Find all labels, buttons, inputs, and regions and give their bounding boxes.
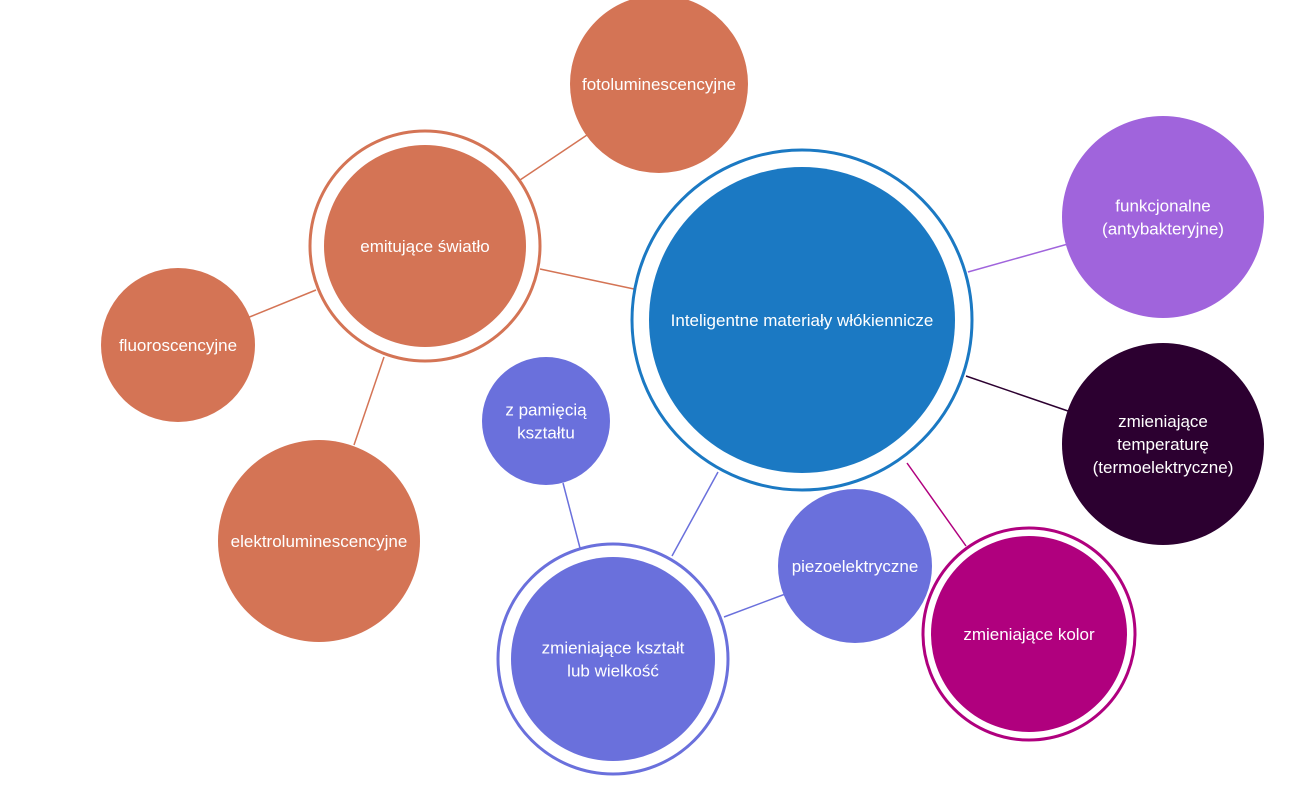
node-fluorescent-circle [101, 268, 255, 422]
node-functional: funkcjonalne (antybakteryjne) [1062, 116, 1264, 318]
connector-emitting-light-fluorescent [246, 289, 317, 319]
node-shape-size-changing: zmieniające kształt lub wielkość [496, 542, 730, 776]
node-photoluminescent: fotoluminescencyjne [570, 0, 748, 173]
node-shape-size-changing-circle [511, 557, 715, 761]
center-node-label: Inteligentne materiały włókiennicze [671, 311, 934, 330]
center-node-label-line: Inteligentne materiały włókiennicze [671, 311, 934, 330]
node-functional-label-line: funkcjonalne [1115, 197, 1210, 216]
connector-center-temperature [965, 375, 1069, 412]
node-functional-label-line: (antybakteryjne) [1102, 220, 1224, 239]
node-shape-memory-label-line: kształtu [517, 424, 575, 443]
node-piezoelectric-label: piezoelektryczne [792, 557, 919, 576]
node-piezoelectric-label-line: piezoelektryczne [792, 557, 919, 576]
node-shape-memory: z pamięcią kształtu [482, 357, 610, 485]
node-fluorescent-label: fluoroscencyjne [119, 336, 237, 355]
node-shape-size-changing-label-line: lub wielkość [567, 662, 659, 681]
node-emitting-light-ring [308, 129, 542, 363]
node-electroluminescent: elektroluminescencyjne [218, 440, 420, 642]
connector-center-emitting-light [539, 268, 635, 290]
node-temperature-changing-circle [1062, 343, 1264, 545]
node-functional-circle [1062, 116, 1264, 318]
connector-shape-size-shape-memory [562, 482, 581, 549]
node-functional-label: funkcjonalne (antybakteryjne) [1102, 197, 1224, 239]
node-temperature-changing-label-line: temperaturę [1117, 435, 1209, 454]
center-node: Inteligentne materiały włókiennicze [630, 148, 974, 492]
node-emitting-light-label: emitujące światło [360, 237, 489, 256]
node-temperature-changing-label-line: zmieniające [1118, 412, 1208, 431]
node-electroluminescent-circle [218, 440, 420, 642]
node-shape-size-changing-ring [496, 542, 730, 776]
node-temperature-changing-label: zmieniające temperaturę (termoelektryczne) [1093, 412, 1234, 477]
node-temperature-changing: zmieniające temperaturę (termoelektryczne) [1062, 343, 1264, 545]
node-fluorescent-label-line: fluoroscencyjne [119, 336, 237, 355]
node-fluorescent: fluoroscencyjne [101, 268, 255, 422]
node-color-changing-label: zmieniające kolor [963, 625, 1095, 644]
connector-emitting-light-electroluminescent [353, 356, 385, 446]
connector-shape-size-piezoelectric [723, 592, 789, 618]
node-piezoelectric-circle [778, 489, 932, 643]
node-color-changing-ring [921, 526, 1137, 742]
node-shape-memory-label-line: z pamięcią [505, 401, 587, 420]
node-shape-memory-label: z pamięcią kształtu [505, 401, 587, 443]
node-photoluminescent-label: fotoluminescencyjne [582, 75, 736, 94]
node-emitting-light-circle [324, 145, 526, 347]
connectors [246, 132, 1069, 618]
connector-emitting-light-photoluminescent [519, 132, 591, 181]
node-electroluminescent-label-line: elektroluminescencyjne [231, 532, 408, 551]
node-color-changing: zmieniające kolor [921, 526, 1137, 742]
node-shape-memory-circle [482, 357, 610, 485]
connector-center-functional [967, 243, 1069, 273]
node-emitting-light: emitujące światło [308, 129, 542, 363]
node-temperature-changing-label-line: (termoelektryczne) [1093, 458, 1234, 477]
center-node-circle [649, 167, 955, 473]
center-node-ring [630, 148, 974, 492]
node-piezoelectric: piezoelektryczne [778, 489, 932, 643]
node-color-changing-label-line: zmieniające kolor [963, 625, 1095, 644]
node-color-changing-circle [931, 536, 1127, 732]
connector-center-color-changing [906, 462, 967, 547]
node-shape-size-changing-label: zmieniające kształt lub wielkość [542, 639, 685, 681]
node-electroluminescent-label: elektroluminescencyjne [231, 532, 408, 551]
node-shape-size-changing-label-line: zmieniające kształt [542, 639, 685, 658]
node-photoluminescent-circle [570, 0, 748, 173]
node-emitting-light-label-line: emitujące światło [360, 237, 489, 256]
node-photoluminescent-label-line: fotoluminescencyjne [582, 75, 736, 94]
connector-center-shape-size [671, 471, 719, 557]
